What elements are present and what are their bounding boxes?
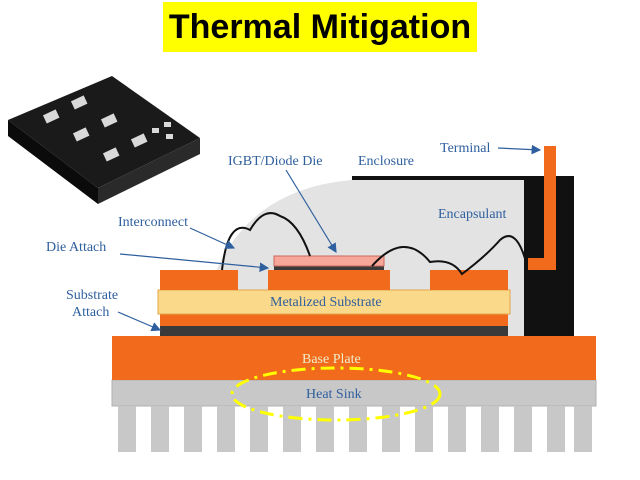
label-substrate-attach-line2: Attach <box>72 305 109 320</box>
label-substrate-attach-line1: Substrate <box>66 288 118 303</box>
die-attach-layer <box>274 266 384 270</box>
label-terminal: Terminal <box>440 141 490 156</box>
arrow-die-attach <box>119 253 270 272</box>
label-die-attach: Die Attach <box>46 240 106 255</box>
label-encapsulant: Encapsulant <box>438 207 507 222</box>
label-igbt-die: IGBT/Diode Die <box>228 154 322 169</box>
igbt-diode-die <box>273 255 385 267</box>
copper-pad-center <box>268 270 390 290</box>
heat-path-highlight <box>230 366 442 422</box>
igbt-module-photo <box>8 76 200 204</box>
label-heat-sink: Heat Sink <box>306 387 362 402</box>
metalized-substrate <box>157 289 511 315</box>
bond-wire-right <box>371 235 527 276</box>
arrow-igbt-die <box>285 169 337 254</box>
lower-copper-layer <box>160 314 508 326</box>
heat-sink <box>111 379 597 452</box>
bond-wire-left <box>221 212 311 271</box>
title-banner: Thermal Mitigation <box>163 2 477 52</box>
copper-pad-right <box>430 270 508 290</box>
arrow-substrate-attach <box>117 311 162 332</box>
arrow-terminal <box>497 144 542 155</box>
label-interconnect: Interconnect <box>118 215 188 230</box>
terminal <box>528 146 556 270</box>
page-title: Thermal Mitigation <box>168 7 472 46</box>
label-base-plate: Base Plate <box>302 352 361 367</box>
substrate-attach-layer <box>160 326 508 336</box>
label-metalized-substrate: Metalized Substrate <box>270 295 382 310</box>
arrow-interconnect <box>189 227 236 249</box>
copper-pad-left <box>160 270 238 290</box>
base-plate <box>112 336 596 380</box>
label-enclosure: Enclosure <box>358 154 414 169</box>
